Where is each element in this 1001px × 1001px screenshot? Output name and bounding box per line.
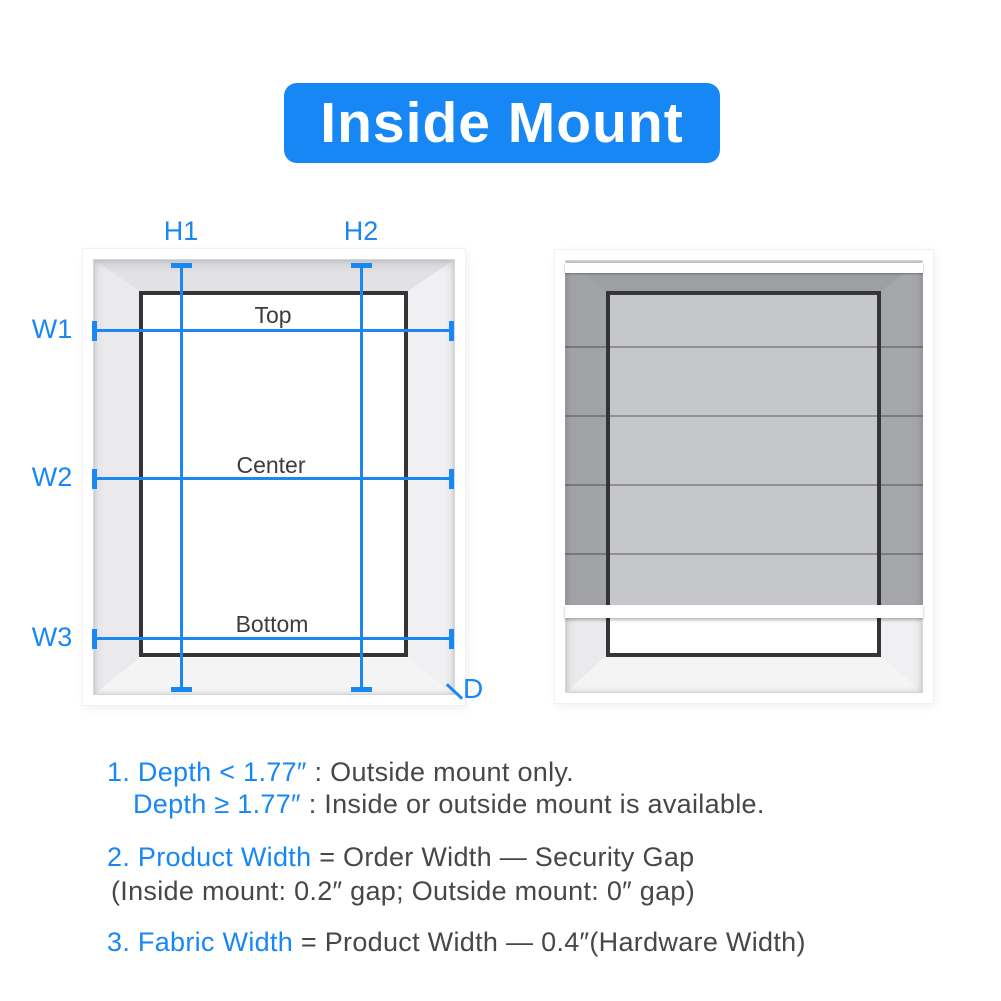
shade-fabric-edge-shading [565,273,923,605]
shade-fabric [565,273,923,605]
note-1-rest: : Outside mount only. [306,757,574,787]
note-1b-rest: : Inside or outside mount is available. [300,789,765,819]
label-center: Center [236,452,306,478]
measure-cap-w1-left [92,321,97,341]
title-banner: Inside Mount [284,83,720,163]
note-2-line-1: 2. Product Width = Order Width — Securit… [107,842,694,873]
note-1-blue: 1. Depth < 1.77″ [107,757,307,787]
label-w1: W1 [31,314,73,344]
measure-cap-h2-bottom [351,687,372,692]
note-1b-blue: Depth ≥ 1.77″ [133,789,301,819]
shade-hembar [565,605,923,618]
label-w2: W2 [31,462,73,492]
note-2-rest: = Order Width — Security Gap [311,842,695,872]
shade-fold-line [565,484,923,486]
label-top: Top [254,302,292,328]
label-w3: W3 [31,622,73,652]
page-title: Inside Mount [320,91,684,155]
note-3-blue: 3. Fabric Width [107,927,294,957]
measure-cap-w2-left [92,469,97,489]
window-glass [139,291,408,657]
note-3-rest: = Product Width — 0.4″(Hardware Width) [293,927,806,957]
measure-cap-w3-right [449,629,454,649]
note-2-line-2: (Inside mount: 0.2″ gap; Outside mount: … [111,876,695,907]
label-h2: H2 [343,216,379,246]
measure-cap-w1-right [449,321,454,341]
measure-cap-w2-right [449,469,454,489]
measure-line-w2 [94,477,453,480]
shade-fold-line [565,415,923,417]
window-frame-shading [565,260,923,693]
shade-fold-line [565,553,923,555]
note-2-sub: (Inside mount: 0.2″ gap; Outside mount: … [111,876,696,906]
label-bottom: Bottom [235,611,309,637]
note-3-line-1: 3. Fabric Width = Product Width — 0.4″(H… [107,927,806,958]
shade-fold-line [565,346,923,348]
measure-cap-h2-top [351,263,372,268]
note-1-line-2: Depth ≥ 1.77″ : Inside or outside mount … [133,789,765,820]
measure-line-w1 [94,329,453,332]
window-shade-diagram [555,250,933,703]
note-2-blue: 2. Product Width [107,842,312,872]
measure-cap-h1-bottom [171,687,192,692]
note-1-line-1: 1. Depth < 1.77″ : Outside mount only. [107,757,574,788]
measure-cap-w3-left [92,629,97,649]
measure-line-w3 [94,637,453,640]
shade-headrail [565,263,923,273]
label-h1: H1 [163,216,199,246]
label-depth: D [463,673,484,704]
measure-cap-h1-top [171,263,192,268]
window-glass [606,291,881,657]
